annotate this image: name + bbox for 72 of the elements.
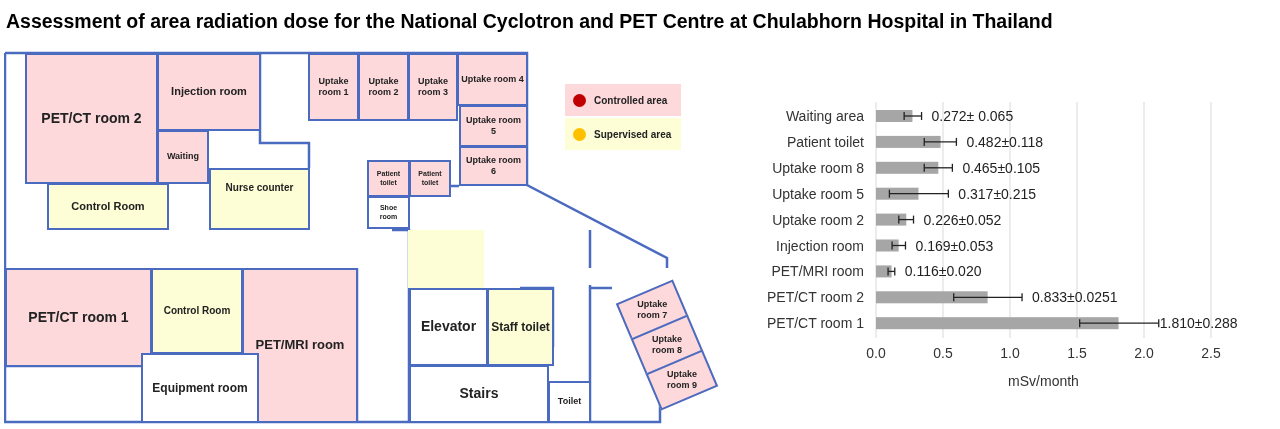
category-label: Waiting area bbox=[785, 108, 864, 124]
value-label: 0.482±0.118 bbox=[966, 133, 1044, 150]
room bbox=[25, 53, 158, 184]
room-label: Uptake room 2 bbox=[367, 75, 400, 99]
room-label: Uptake room 7 bbox=[636, 298, 669, 322]
legend-label: Controlled area bbox=[594, 93, 668, 108]
shaded-area bbox=[408, 230, 484, 288]
value-label: 0.272± 0.065 bbox=[931, 108, 1014, 124]
axis-title: mSv/month bbox=[1008, 373, 1079, 389]
room bbox=[47, 183, 169, 230]
category-label: PET/CT room 2 bbox=[767, 289, 864, 306]
room bbox=[358, 53, 409, 121]
room bbox=[457, 53, 528, 106]
room-label: Equipment room bbox=[151, 380, 249, 396]
room-label: Elevator bbox=[419, 318, 478, 336]
room bbox=[548, 381, 591, 423]
room bbox=[408, 53, 458, 121]
category-label: PET/CT room 1 bbox=[767, 315, 864, 332]
room bbox=[487, 288, 554, 366]
room-label: Uptake room 9 bbox=[665, 368, 698, 392]
room-label: Uptake room 5 bbox=[465, 114, 522, 138]
room bbox=[459, 146, 528, 186]
room bbox=[151, 268, 243, 354]
room-label: PET/CT room 1 bbox=[27, 308, 130, 327]
legend-label: Supervised area bbox=[594, 127, 672, 142]
tick-label: 1.0 bbox=[1000, 345, 1020, 361]
room bbox=[409, 365, 549, 423]
room-label: Stairs bbox=[458, 385, 500, 403]
room-label: Uptake room 4 bbox=[460, 73, 525, 86]
room-label: Control Room bbox=[162, 304, 232, 318]
tick-label: 0.5 bbox=[933, 345, 953, 361]
category-label: Patient toilet bbox=[786, 133, 864, 150]
room-label: PET/MRI room bbox=[254, 337, 346, 354]
room bbox=[367, 196, 410, 229]
room bbox=[308, 53, 359, 121]
room bbox=[141, 353, 259, 423]
room-label: PET/CT room 2 bbox=[40, 109, 143, 128]
category-label: Uptake room 5 bbox=[772, 185, 864, 202]
room-label: Staff toilet bbox=[490, 319, 551, 335]
room-label: Toilet bbox=[556, 396, 583, 408]
title: Assessment of area radiation dose for the National Cyclotron and PET Centre at Chulabhorn Hospital in Thailand bbox=[6, 9, 1053, 34]
value-label: 1.810±0.288 bbox=[1159, 315, 1238, 332]
room-label: Control Room bbox=[70, 199, 146, 214]
tick-label: 1.5 bbox=[1067, 345, 1087, 361]
room bbox=[459, 105, 528, 147]
room-label: Uptake room 6 bbox=[465, 154, 522, 178]
value-label: 0.833±0.0251 bbox=[1032, 289, 1118, 306]
category-label: Uptake room 8 bbox=[772, 159, 864, 176]
room bbox=[209, 168, 310, 230]
room bbox=[409, 160, 451, 197]
value-label: 0.169±0.053 bbox=[915, 237, 994, 254]
value-label: 0.317±0.215 bbox=[958, 185, 1037, 202]
room bbox=[157, 53, 261, 131]
tick-label: 2.5 bbox=[1201, 345, 1221, 361]
room bbox=[409, 288, 488, 366]
room-label: Uptake room 8 bbox=[651, 333, 683, 357]
value-label: 0.226±0.052 bbox=[923, 211, 1002, 228]
value-label: 0.465±0.105 bbox=[962, 159, 1041, 176]
room-label: Waiting bbox=[165, 151, 201, 163]
room-label: Uptake room 3 bbox=[417, 75, 449, 99]
room bbox=[5, 268, 152, 367]
room-label: Injection room bbox=[170, 85, 248, 99]
category-label: Injection room bbox=[776, 237, 864, 254]
room bbox=[157, 130, 209, 184]
room-label: Uptake room 1 bbox=[317, 75, 350, 99]
category-label: Uptake room 2 bbox=[772, 211, 864, 228]
value-label: 0.116±0.020 bbox=[904, 263, 982, 280]
tick-label: 0.0 bbox=[866, 345, 886, 361]
room-label: Nurse counter bbox=[224, 182, 295, 195]
category-label: PET/MRI room bbox=[771, 263, 864, 280]
tick-label: 2.0 bbox=[1134, 345, 1154, 361]
room bbox=[367, 160, 410, 197]
